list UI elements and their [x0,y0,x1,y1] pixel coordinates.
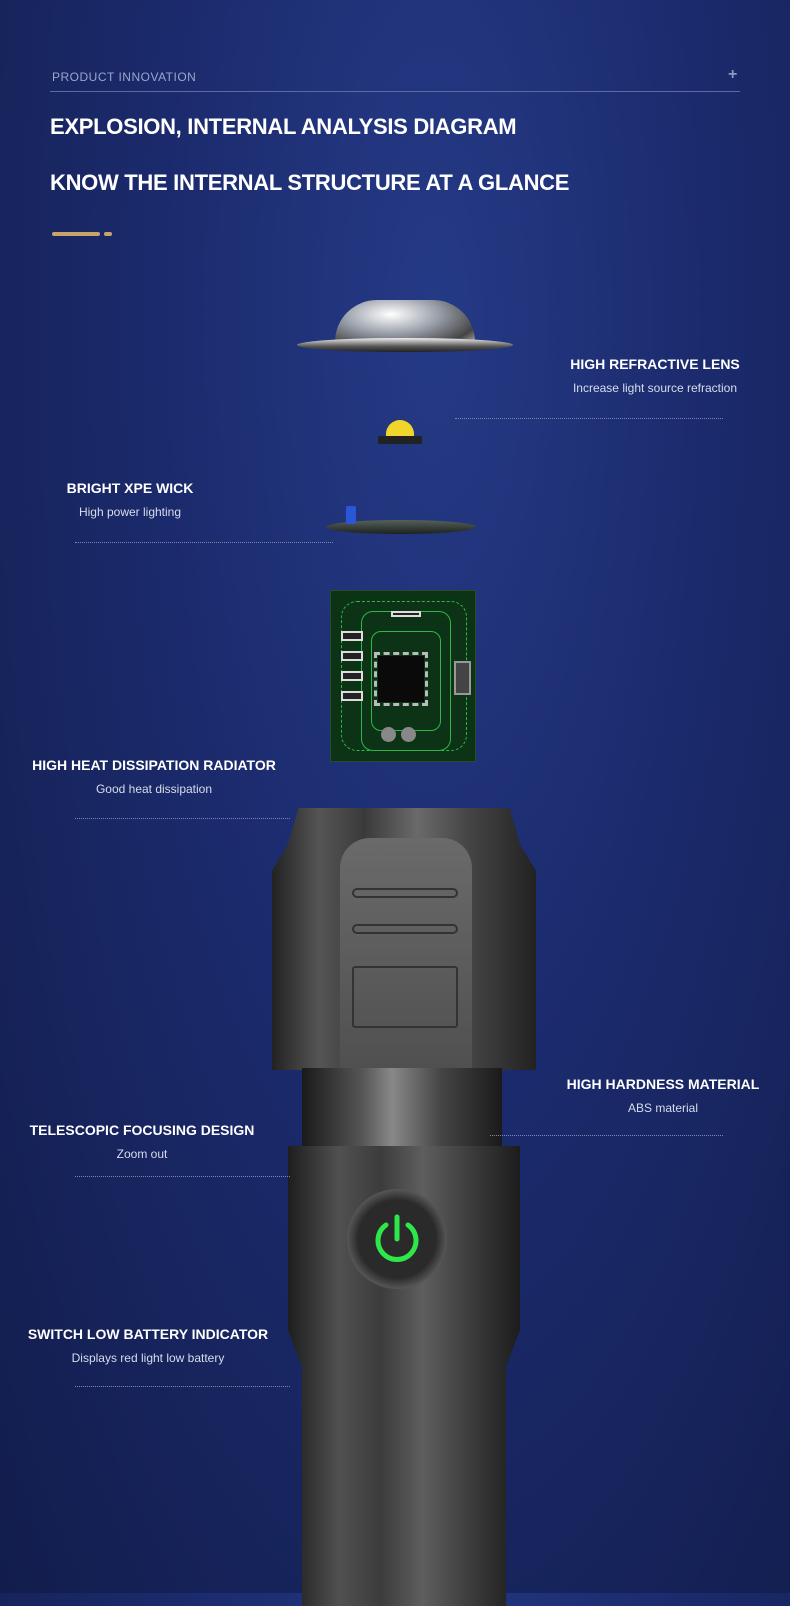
plus-icon: + [728,66,738,83]
page-subtitle: KNOW THE INTERNAL STRUCTURE AT A GLANCE [50,170,570,195]
power-icon [375,1214,419,1262]
callout-title: HIGH HARDNESS MATERIAL [566,1076,760,1092]
accent-bar [52,232,100,236]
power-button[interactable] [347,1189,447,1289]
callout-subtitle: Displays red light low battery [71,1351,225,1365]
led-wick-illustration [378,420,422,446]
callout-material: HIGH HARDNESS MATERIAL ABS material [513,1076,790,1115]
led-board-illustration [326,506,476,536]
callout-title: SWITCH LOW BATTERY INDICATOR [27,1326,269,1342]
callout-focusing: TELESCOPIC FOCUSING DESIGN Zoom out [0,1122,292,1161]
divider [50,91,740,92]
callout-subtitle: Good heat dissipation [95,782,213,796]
leader-line [75,818,290,819]
callout-title: HIGH HEAT DISSIPATION RADIATOR [32,757,276,773]
callout-title: HIGH REFRACTIVE LENS [570,356,740,372]
callout-radiator: HIGH HEAT DISSIPATION RADIATOR Good heat… [4,757,304,796]
callout-wick: BRIGHT XPE WICK High power lighting [0,480,280,519]
callout-title: TELESCOPIC FOCUSING DESIGN [29,1122,255,1138]
callout-subtitle: Increase light source refraction [572,381,738,395]
lens-illustration [297,300,513,356]
section-kicker: PRODUCT INNOVATION [52,70,197,84]
telescopic-neck [302,1068,502,1148]
leader-line [75,542,333,543]
callout-lens: HIGH REFRACTIVE LENS Increase light sour… [505,356,790,395]
circuit-board-illustration [330,590,476,762]
accent-dot [104,232,112,236]
callout-title: BRIGHT XPE WICK [66,480,194,496]
callout-subtitle: High power lighting [78,505,182,519]
flashlight-head-facet [340,838,472,1068]
callout-subtitle: ABS material [627,1101,699,1115]
leader-line [455,418,723,419]
leader-line [490,1135,723,1136]
callout-subtitle: Zoom out [116,1147,168,1161]
page-title: EXPLOSION, INTERNAL ANALYSIS DIAGRAM [50,114,517,139]
callout-switch: SWITCH LOW BATTERY INDICATOR Displays re… [0,1326,298,1365]
leader-line [75,1386,290,1387]
leader-line [75,1176,290,1177]
